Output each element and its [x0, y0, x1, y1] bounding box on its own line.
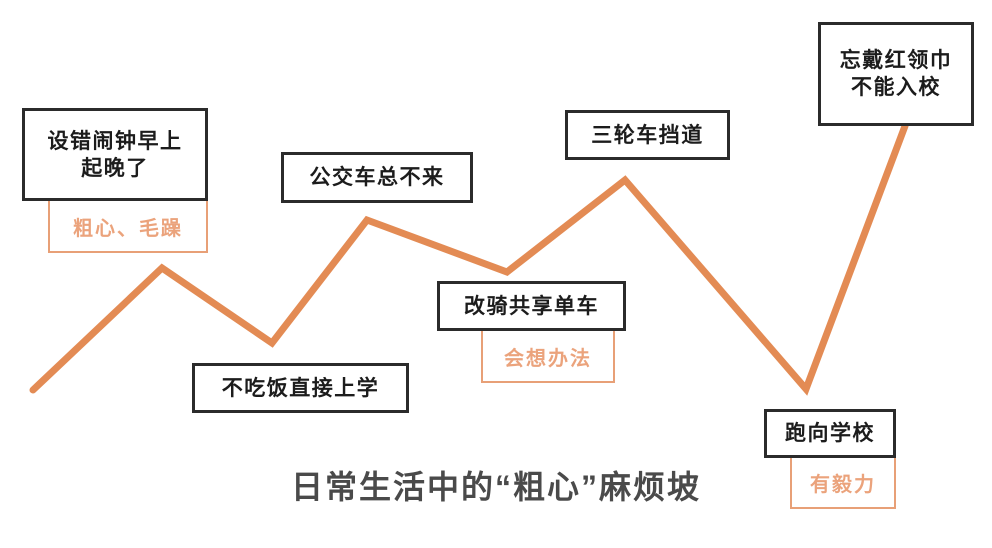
label-line: 不能入校: [851, 75, 941, 99]
node-run-to-school: 跑向学校 有毅力: [764, 409, 896, 509]
label-line: 设错闹钟早上: [47, 128, 183, 153]
label-line: 起晚了: [81, 155, 149, 180]
node-alarm: 设错闹钟早上起晚了 粗心、毛躁: [22, 108, 208, 253]
label-line: 跑向学校: [785, 421, 875, 446]
node-red-scarf: 忘戴红领巾不能入校: [818, 22, 974, 126]
trait-box-shared-bike[interactable]: 会想办法: [481, 331, 615, 383]
node-tricycle: 三轮车挡道: [565, 110, 730, 160]
trait-box-alarm[interactable]: 粗心、毛躁: [48, 201, 208, 253]
label-box-tricycle[interactable]: 三轮车挡道: [565, 110, 730, 160]
trait-box-run-to-school[interactable]: 有毅力: [790, 458, 896, 509]
label-box-no-breakfast[interactable]: 不吃饭直接上学: [192, 363, 409, 413]
label-box-shared-bike[interactable]: 改骑共享单车: [437, 281, 626, 331]
node-bus: 公交车总不来: [281, 152, 473, 203]
node-no-breakfast: 不吃饭直接上学: [192, 363, 409, 413]
label-box-red-scarf[interactable]: 忘戴红领巾不能入校: [818, 22, 974, 126]
label-box-bus[interactable]: 公交车总不来: [281, 152, 473, 203]
label-line: 忘戴红领巾: [839, 48, 953, 73]
label-line: 三轮车挡道: [591, 122, 704, 147]
label-line: 公交车总不来: [309, 165, 445, 190]
node-shared-bike: 改骑共享单车 会想办法: [437, 281, 626, 383]
label-line: 不吃饭直接上学: [221, 375, 380, 400]
label-box-run-to-school[interactable]: 跑向学校: [764, 409, 896, 458]
label-line: 改骑共享单车: [464, 293, 599, 318]
label-box-alarm[interactable]: 设错闹钟早上起晚了: [22, 108, 208, 201]
diagram-caption: 日常生活中的“粗心”麻烦坡: [290, 469, 701, 505]
slope-line: [29, 122, 909, 396]
